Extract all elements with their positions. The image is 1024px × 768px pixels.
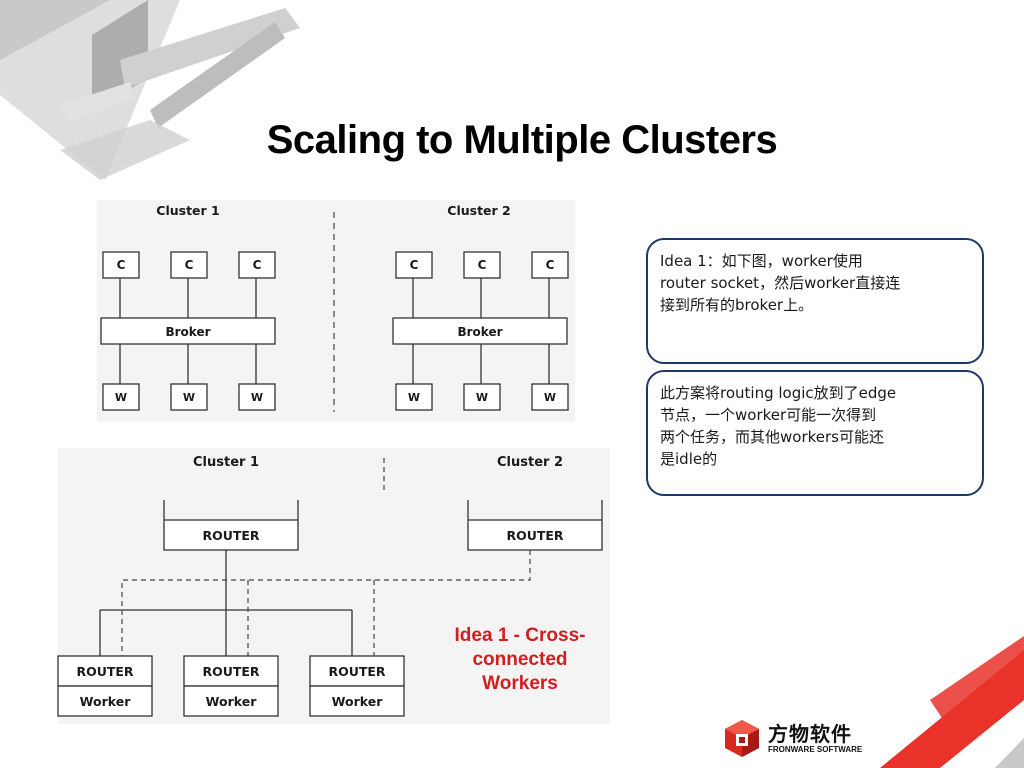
worker-node: [395, 383, 433, 411]
worker-node: [531, 383, 569, 411]
top-diagram-panel: [97, 200, 575, 422]
client-node: [238, 251, 276, 279]
broker-label: Broker: [457, 325, 502, 339]
logo-subtitle: FRONWARE SOFTWARE: [768, 745, 863, 754]
bottom-diagram: Cluster 1 Cluster 2 ROUTER ROUTER: [57, 455, 603, 717]
worker-node: [170, 383, 208, 411]
company-logo: 方物软件 FRONWARE SOFTWARE: [722, 718, 872, 760]
callout-line: Idea 1：如下图，worker使用: [660, 252, 863, 270]
callout-line: 此方案将routing logic放到了edge: [660, 384, 897, 402]
top-cluster1-label: Cluster 1: [156, 203, 219, 218]
worker-label: W: [115, 391, 127, 404]
client-label: C: [117, 258, 126, 272]
client-label: C: [253, 258, 262, 272]
client-label: C: [185, 258, 194, 272]
bottom-cluster2-label: Cluster 2: [497, 455, 563, 470]
idea1-caption-line: Idea 1 - Cross-: [454, 625, 586, 646]
idea1-caption: Idea 1 - Cross- connected Workers: [440, 624, 600, 696]
top-cluster2-label: Cluster 2: [447, 203, 510, 218]
worker-router-box: [183, 655, 279, 687]
worker-label: W: [476, 391, 488, 404]
slide-title: Scaling to Multiple Clusters: [266, 118, 778, 162]
worker-router-label: ROUTER: [202, 664, 259, 679]
callout-line: 是idle的: [660, 450, 718, 468]
broker-label: Broker: [165, 325, 210, 339]
broker-node: [392, 317, 568, 345]
cluster1-router-frame: [163, 500, 299, 551]
worker-label: W: [544, 391, 556, 404]
routing-note-callout: 此方案将routing logic放到了edge 节点，一个worker可能一次…: [646, 370, 984, 496]
worker-label: Worker: [80, 694, 132, 709]
worker-node: [463, 383, 501, 411]
idea1-callout: Idea 1：如下图，worker使用 router socket，然后work…: [646, 238, 984, 364]
idea1-caption-line: connected: [472, 649, 568, 670]
client-node: [102, 251, 140, 279]
worker-label: W: [251, 391, 263, 404]
cluster2-connections: [121, 550, 531, 658]
worker-router-label: ROUTER: [328, 664, 385, 679]
worker-node: [102, 383, 140, 411]
callout-line: 节点，一个worker可能一次得到: [660, 406, 877, 424]
client-label: C: [546, 258, 555, 272]
client-node: [170, 251, 208, 279]
worker-box: [57, 685, 153, 717]
client-node: [463, 251, 501, 279]
client-label: C: [410, 258, 419, 272]
cluster1-router-label: ROUTER: [202, 528, 259, 543]
worker-label: Worker: [206, 694, 258, 709]
cluster2-router-frame: [467, 500, 603, 551]
client-label: C: [478, 258, 487, 272]
idea1-caption-line: Workers: [482, 673, 558, 694]
callout-line: 两个任务，而其他workers可能还: [660, 428, 884, 446]
broker-node: [100, 317, 276, 345]
worker-box: [183, 685, 279, 717]
worker-node: [238, 383, 276, 411]
worker-label: W: [408, 391, 420, 404]
worker-box: [309, 685, 405, 717]
callout-line: 接到所有的broker上。: [660, 296, 814, 314]
callout-line: router socket，然后worker直接连: [660, 274, 901, 292]
client-node: [395, 251, 433, 279]
cluster2-router-label: ROUTER: [506, 528, 563, 543]
worker-router-box: [309, 655, 405, 687]
worker-label: Worker: [332, 694, 384, 709]
top-cluster2: [392, 251, 569, 411]
worker-router-label: ROUTER: [76, 664, 133, 679]
worker-label: W: [183, 391, 195, 404]
cluster1-connections: [99, 550, 353, 658]
top-cluster1: [100, 251, 276, 411]
top-diagram: Cluster 1 Cluster 2 C C C Broker W W W: [100, 203, 569, 412]
bottom-cluster1-label: Cluster 1: [193, 455, 259, 470]
logo-name: 方物软件: [768, 722, 852, 746]
client-node: [531, 251, 569, 279]
cube-logo-icon: [725, 720, 759, 757]
